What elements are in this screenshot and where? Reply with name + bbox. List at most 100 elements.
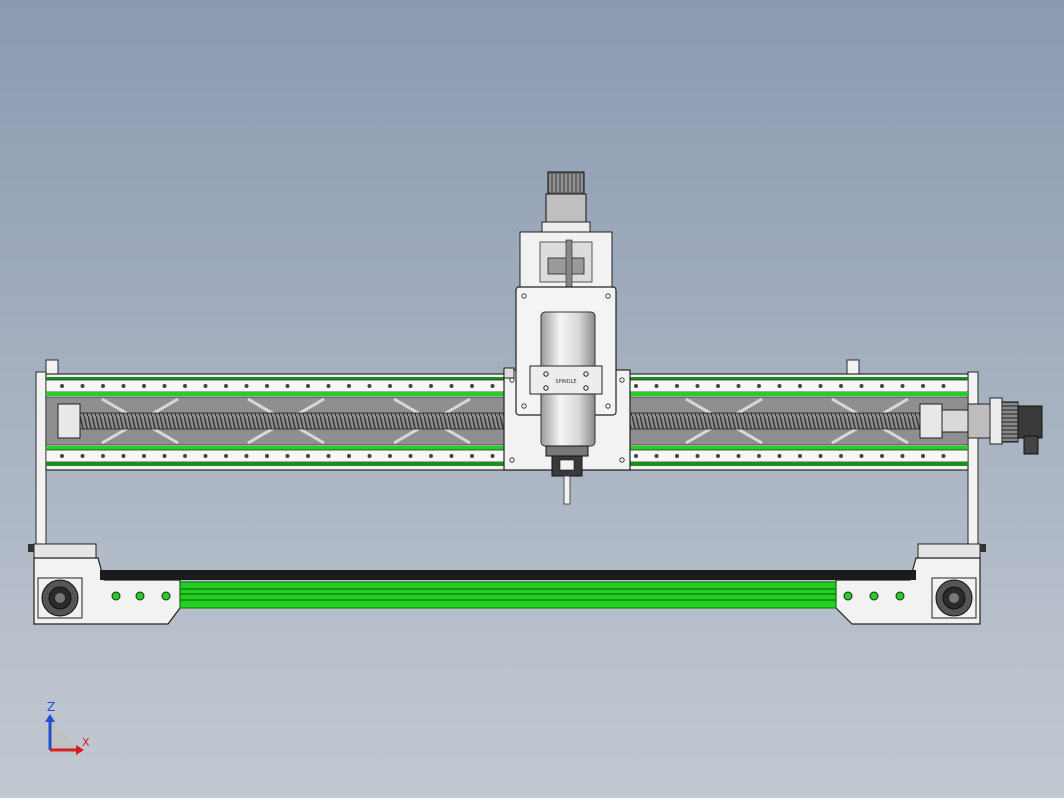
eccentric-nut <box>111 591 121 601</box>
rail-bolt <box>470 384 474 388</box>
y-axis-motor-right <box>931 577 977 619</box>
mount-hole <box>605 293 611 299</box>
left-side-post <box>35 371 47 548</box>
rail-bolt <box>265 454 269 458</box>
rail-bolt <box>839 384 843 388</box>
rail-bolt <box>634 454 638 458</box>
rail-bolt <box>449 384 454 388</box>
rail-bolt <box>900 384 905 388</box>
rail-bolt <box>121 384 126 388</box>
y-carriage-left-top <box>33 543 97 559</box>
rail-bolt <box>736 384 741 388</box>
screw-bearing-block-left <box>57 403 81 439</box>
rail-bolt <box>183 454 187 458</box>
rail-bolt <box>265 384 269 388</box>
rail-bolt <box>429 384 433 388</box>
x-axis-stepper-motor[interactable] <box>941 397 1043 455</box>
eccentric-nut <box>135 591 145 601</box>
spindle-nose <box>545 445 589 457</box>
rail-bolt <box>306 454 310 458</box>
rail-bolt <box>326 454 331 458</box>
rail-bolt <box>490 454 495 458</box>
triad-x-label: X <box>82 736 90 749</box>
rail-bolt <box>634 384 638 388</box>
rail-bolt <box>798 384 802 388</box>
rail-bolt <box>818 384 823 388</box>
rail-bolt <box>654 454 659 458</box>
mount-hole <box>605 403 611 409</box>
mount-hole <box>509 457 515 463</box>
rail-bolt <box>654 384 659 388</box>
rail-bolt <box>142 454 146 458</box>
cutting-tool <box>563 475 571 505</box>
rail-bolt <box>777 454 782 458</box>
rail-bolt <box>490 384 495 388</box>
rail-bolt <box>675 384 679 388</box>
rail-bolt <box>347 454 351 458</box>
rail-bolt <box>818 454 823 458</box>
rail-bolt <box>941 384 946 388</box>
rail-bolt <box>880 384 884 388</box>
z-axis-stepper-motor <box>541 171 591 233</box>
rail-bolt <box>121 454 126 458</box>
rail-bolt <box>695 384 700 388</box>
rail-bolt <box>80 384 85 388</box>
spindle-label: SPINDLE <box>555 379 576 385</box>
rail-bolt <box>306 384 310 388</box>
right-side-post <box>967 371 979 548</box>
rail-bolt <box>921 454 925 458</box>
rail-bolt <box>675 454 679 458</box>
rail-bolt <box>224 454 228 458</box>
eccentric-nut <box>869 591 879 601</box>
rail-bolt <box>859 384 864 388</box>
rail-bolt <box>798 454 802 458</box>
rail-bolt <box>101 384 105 388</box>
y-axis-motor-left <box>37 577 83 619</box>
z-axis-assembly[interactable]: SPINDLE <box>503 171 631 505</box>
rail-bolt <box>285 454 290 458</box>
rail-bolt <box>408 454 413 458</box>
rail-bolt <box>326 384 331 388</box>
rail-bolt <box>388 384 392 388</box>
rail-bolt <box>203 454 208 458</box>
gantry-base[interactable] <box>28 543 986 625</box>
rail-bolt <box>101 454 105 458</box>
rail-bolt <box>429 454 433 458</box>
y-carriage-right-top <box>917 543 981 559</box>
rail-bolt <box>367 384 372 388</box>
rail-bolt <box>839 454 843 458</box>
rail-bolt <box>80 454 85 458</box>
rail-bolt <box>244 454 249 458</box>
mount-hole <box>521 293 527 299</box>
rail-bolt <box>941 454 946 458</box>
rail-bolt <box>142 384 146 388</box>
base-extrusion <box>179 581 837 609</box>
base-crossbar-top <box>100 570 916 580</box>
beam-endstop-right <box>846 359 860 375</box>
rail-bolt <box>880 454 884 458</box>
rail-bolt <box>162 384 167 388</box>
rail-bolt <box>203 384 208 388</box>
triad-z-label: Z <box>47 700 55 714</box>
beam-endstop-left <box>45 359 59 375</box>
eccentric-nut <box>161 591 171 601</box>
rail-bolt <box>716 454 720 458</box>
rail-bolt <box>716 384 720 388</box>
eccentric-nut <box>843 591 853 601</box>
rail-bolt <box>449 454 454 458</box>
rail-bolt <box>921 384 925 388</box>
rail-bolt <box>695 454 700 458</box>
rail-bolt <box>470 454 474 458</box>
rail-bolt <box>224 384 228 388</box>
rail-bolt <box>183 384 187 388</box>
rail-bolt <box>757 384 761 388</box>
rail-bolt <box>388 454 392 458</box>
spindle-clamp <box>529 365 603 395</box>
rail-bolt <box>408 384 413 388</box>
rail-bolt <box>900 454 905 458</box>
axis-triad[interactable]: Z X <box>45 700 90 755</box>
rail-bolt <box>736 454 741 458</box>
rail-bolt <box>162 454 167 458</box>
